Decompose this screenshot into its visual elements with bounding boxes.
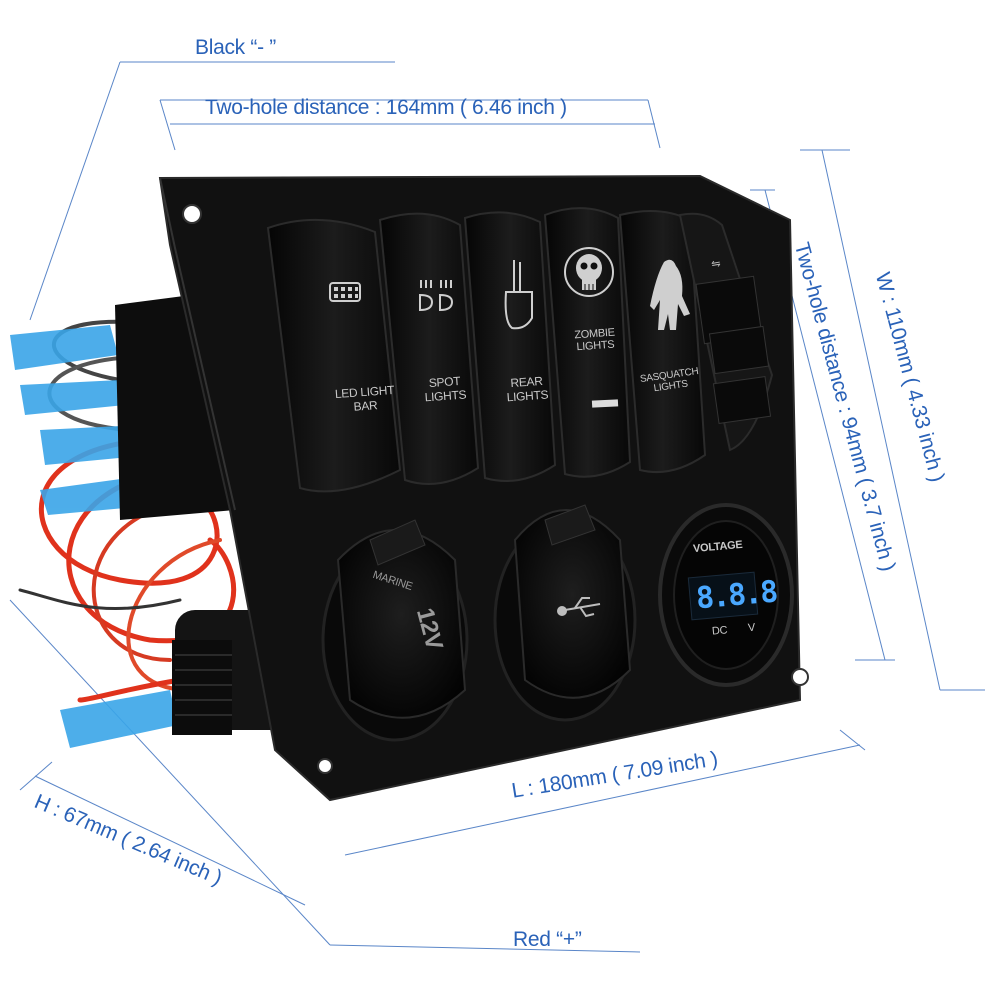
cigarette-socket: [321, 519, 469, 742]
rocker-switch-rear-lights: [463, 211, 557, 482]
sasquatch-icon: [650, 259, 690, 330]
rocker-switch-sasquatch-lights: [618, 210, 707, 474]
skull-icon: [564, 247, 614, 297]
spot-lights-icon: [419, 280, 454, 312]
led-light-bar-icon: [329, 282, 361, 302]
two-hole-horizontal-label: Two-hole distance : 164mm ( 6.46 inch ): [205, 96, 567, 119]
usb-icon: [557, 597, 601, 618]
usb-charger-module: ⇋: [678, 212, 774, 452]
switch-4-legend: ZOMBIE LIGHTS: [559, 326, 631, 355]
mounting-holes: [182, 204, 809, 774]
voltmeter-v: V: [747, 621, 756, 635]
mount-hole-bottom-left: [317, 758, 333, 774]
rocker-switches: [266, 207, 707, 493]
red-wire-label: Red “+”: [513, 928, 582, 951]
rocker-switch-led-light-bar: [266, 218, 402, 493]
voltmeter-dc: DC: [711, 624, 728, 638]
black-wire-label: Black “- ”: [195, 36, 277, 59]
voltmeter: [658, 503, 794, 687]
switch-2-legend: SPOT LIGHTS: [409, 373, 481, 406]
indicator-light: [591, 399, 619, 408]
rocker-switch-zombie-lights: [543, 207, 632, 478]
rocker-switch-spot-lights: [378, 212, 480, 485]
hand-gesture-icon: [504, 260, 533, 330]
voltmeter-digits: 8.8.8: [694, 574, 778, 617]
mount-hole-bottom-right: [791, 668, 809, 686]
usb-socket: [493, 504, 637, 722]
svg-text:⇋: ⇋: [710, 258, 721, 271]
voltmeter-display: [687, 571, 759, 621]
mount-hole-top-left: [182, 204, 202, 224]
switch-3-legend: REAR LIGHTS: [491, 373, 563, 406]
